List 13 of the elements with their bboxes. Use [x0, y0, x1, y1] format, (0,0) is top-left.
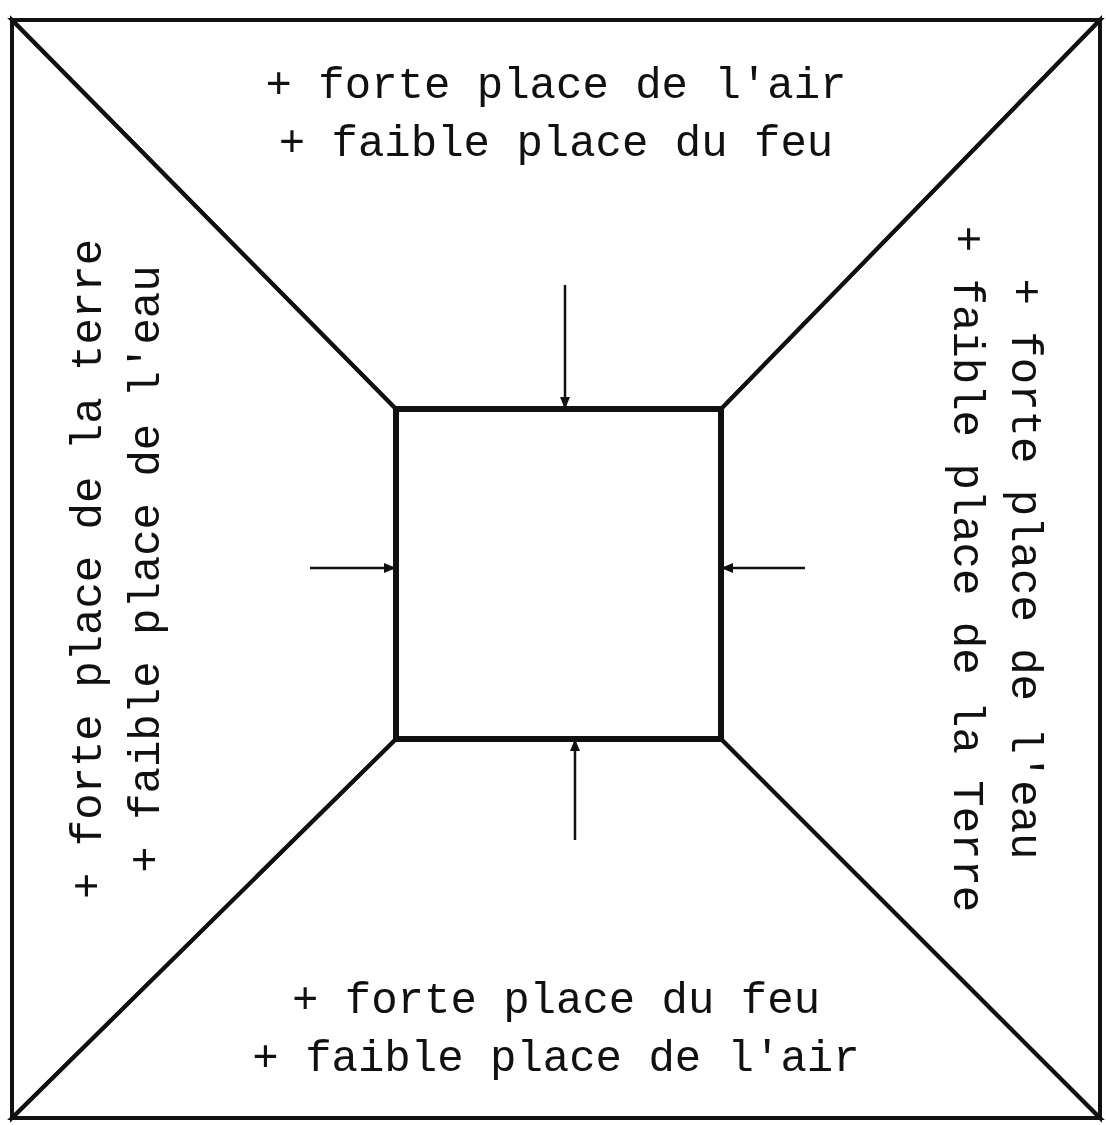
arrow: [310, 563, 396, 573]
region-label: + faible place de la Terre: [940, 225, 992, 913]
arrow: [560, 285, 570, 409]
region-label: + faible place du feu: [277, 118, 835, 171]
center-square: [395, 408, 722, 740]
region-label: + forte place de la terre: [63, 238, 115, 900]
region-label: + faible place de l'air: [252, 1033, 860, 1086]
arrow: [721, 563, 805, 573]
region-label: + forte place du feu: [290, 975, 822, 1028]
arrow: [570, 739, 580, 840]
region-label: + forte place de l'eau: [998, 277, 1050, 862]
region-label: + faible place de l'eau: [121, 264, 173, 875]
region-label: + forte place de l'air: [265, 60, 847, 113]
